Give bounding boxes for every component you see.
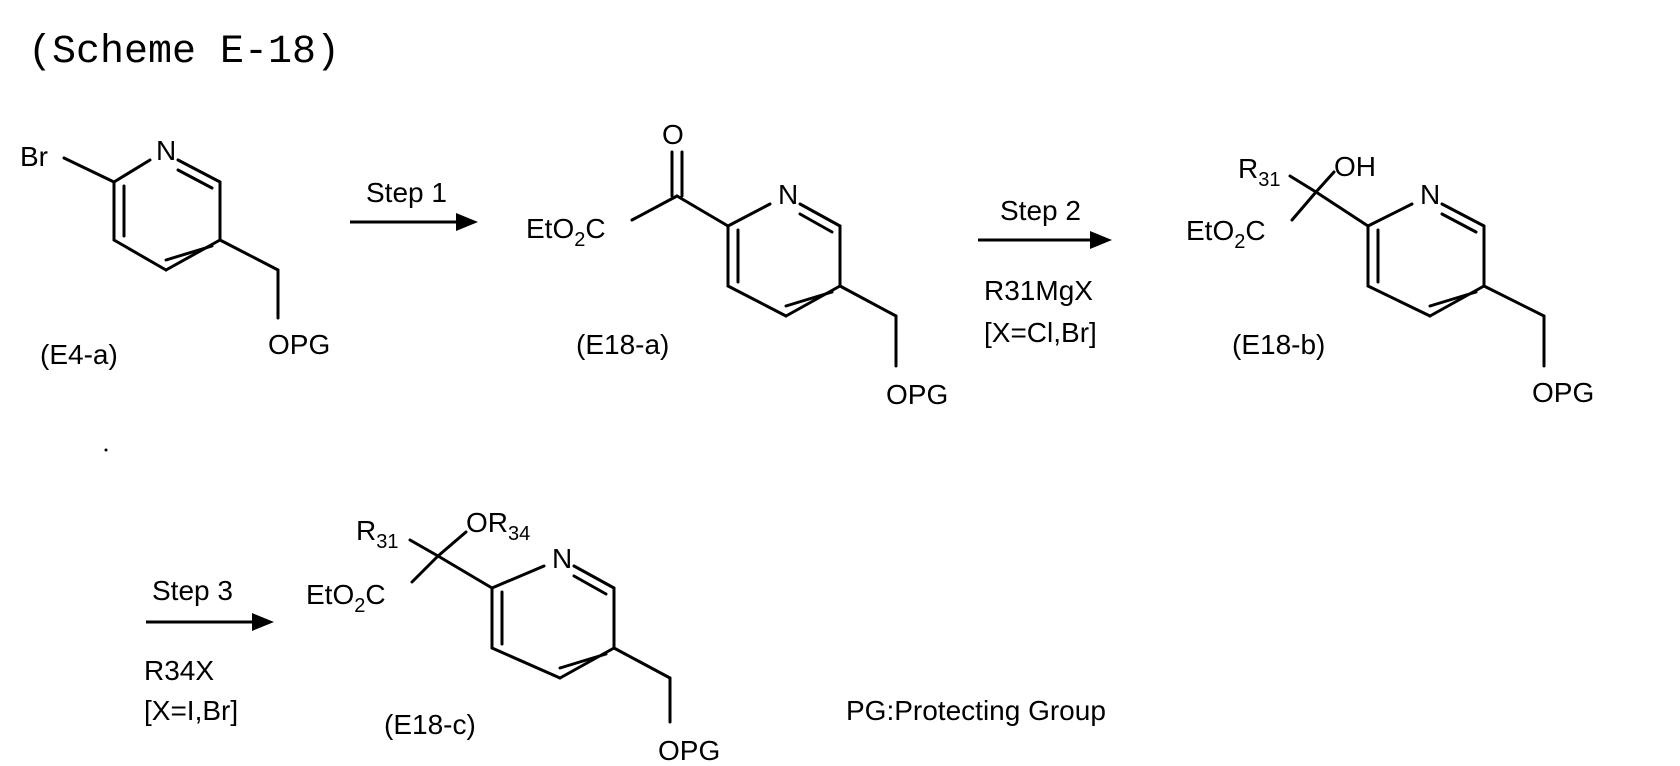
ester-label: EtO2C (1186, 215, 1266, 253)
step-2-condition: [X=Cl,Br] (984, 317, 1097, 348)
r31-label: R31 (356, 515, 398, 553)
step-3-arrow: Step 3 R34X [X=I,Br] (144, 575, 274, 726)
compound-e18b: R31 OH EtO2C N OPG (E18-b) (1186, 151, 1594, 408)
opg-label: OPG (268, 329, 330, 360)
pyridine-ring-bonds (410, 532, 670, 722)
scan-dot (105, 449, 108, 452)
step-2-label: Step 2 (1000, 195, 1081, 226)
compound-id: (E18-b) (1232, 329, 1325, 360)
ester-label: EtO2C (526, 213, 606, 251)
compound-e18c: R31 OR34 EtO2C N OPG (E18-c) (306, 507, 720, 766)
ring-nitrogen-label: N (156, 135, 176, 166)
step-2-reagent: R31MgX (984, 275, 1093, 306)
pyridine-ring-bonds (632, 152, 896, 366)
compound-id: (E4-a) (40, 339, 118, 370)
bromo-label: Br (20, 141, 48, 172)
scheme-title: (Scheme E-18) (28, 30, 340, 75)
compound-id: (E18-a) (576, 329, 669, 360)
protecting-group-legend: PG:Protecting Group (846, 695, 1106, 726)
pyridine-ring-bonds (1290, 172, 1544, 366)
hydroxyl-label: OH (1334, 151, 1376, 182)
pyridine-ring-bonds (64, 158, 278, 318)
ring-nitrogen-label: N (552, 543, 572, 574)
step-3-label: Step 3 (152, 575, 233, 606)
carbonyl-oxygen-label: O (662, 119, 684, 150)
ring-nitrogen-label: N (778, 179, 798, 210)
compound-id: (E18-c) (384, 709, 476, 740)
ester-label: EtO2C (306, 579, 386, 617)
compound-e18a: O EtO2C N OPG (E18-a) (526, 119, 948, 410)
compound-e4a: Br N OPG (E4-a) (20, 135, 330, 370)
ring-nitrogen-label: N (1420, 179, 1440, 210)
step-1-arrow: Step 1 (350, 177, 478, 231)
or34-label: OR34 (466, 507, 530, 545)
step-3-reagent: R34X (144, 655, 214, 686)
step-2-arrow: Step 2 R31MgX [X=Cl,Br] (978, 195, 1112, 348)
opg-label: OPG (1532, 377, 1594, 408)
opg-label: OPG (658, 735, 720, 766)
opg-label: OPG (886, 379, 948, 410)
step-1-label: Step 1 (366, 177, 447, 208)
r31-label: R31 (1238, 153, 1280, 191)
step-3-condition: [X=I,Br] (144, 695, 238, 726)
